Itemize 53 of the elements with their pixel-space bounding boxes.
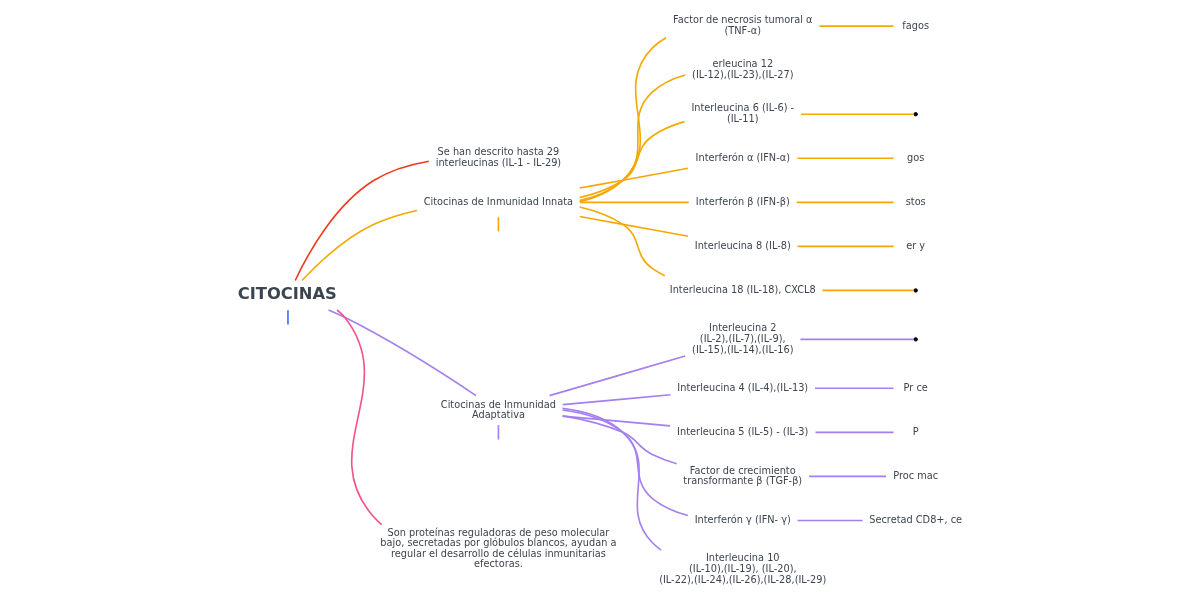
- connector: [561, 393, 672, 406]
- node-text: Interleucina 6 (IL-6) - (IL-11): [691, 102, 795, 125]
- node-text: Pr ce: [903, 381, 928, 393]
- connector: [796, 157, 895, 160]
- node-text: er y: [906, 239, 926, 251]
- connector: [561, 415, 678, 465]
- node-text: Citocinas de Inmunidad Adaptativa: [440, 398, 557, 421]
- connector: [287, 309, 289, 326]
- node-text: CITOCINAS: [237, 283, 337, 303]
- connector: [578, 206, 666, 277]
- connector: [814, 387, 895, 390]
- connector: [795, 201, 895, 204]
- node-text: erleucina 12 (IL-12),(IL-23),(IL-27): [692, 58, 794, 80]
- node-text: fagos: [902, 19, 930, 31]
- node-text: Interleucina 18 (IL-18), CXCL8: [669, 283, 816, 295]
- node-text: Factor de crecimiento transformante β (TGF-β): [683, 464, 803, 487]
- node-text: stos: [905, 195, 926, 207]
- connector: [301, 209, 418, 282]
- node-text: Interleucina 8 (IL-8): [694, 239, 791, 251]
- node-text: Interleucina 2 (IL-2),(IL-7),(IL-9), (IL-15),(IL-14),(IL-16): [692, 322, 794, 355]
- node-text: Proc mac: [893, 469, 939, 481]
- node-text: Interferón α (IFN-α): [695, 151, 790, 163]
- connector: [578, 74, 687, 202]
- connector: [796, 245, 895, 248]
- connector: [808, 475, 887, 478]
- node-text: Interferón γ (IFN- γ): [694, 514, 791, 525]
- node-text: Factor de necrosis tumoral α (TNF-α): [673, 14, 813, 36]
- node-text: Se han descrito hasta 29 interleucinas (IL-1 - IL-29): [435, 146, 562, 169]
- connector: [294, 160, 430, 282]
- node-text: Interferón β (IFN-β): [695, 195, 790, 207]
- connector: [818, 25, 895, 27]
- connector: [561, 409, 689, 517]
- node-text: Interleucina 4 (IL-4),(IL-13): [677, 381, 809, 393]
- connector: [327, 309, 477, 397]
- connector: [814, 431, 895, 434]
- connector: [800, 113, 915, 115]
- connector: [578, 167, 689, 189]
- connector: [561, 407, 662, 551]
- node-text: Secretad CD8+, ce: [869, 514, 963, 525]
- node-text: Interleucina 5 (IL-5) - (IL-3): [677, 425, 809, 437]
- node-text: gos: [907, 151, 925, 163]
- connector: [548, 355, 686, 397]
- connector: [336, 309, 383, 526]
- node-text: Interleucina 10 (IL-10),(IL-19), (IL-20), (IL-22),(IL-24),(IL-26),(IL-28,(IL-29): [659, 552, 827, 585]
- connector: [796, 519, 864, 522]
- connector: [578, 120, 686, 199]
- connector: [799, 338, 915, 341]
- node-text: Citocinas de Inmunidad Innata: [423, 195, 574, 207]
- connector: [821, 289, 915, 292]
- connector: [578, 201, 690, 204]
- node-text: P: [912, 425, 919, 437]
- connector: [578, 215, 689, 238]
- node-text: Son proteínas reguladoras de peso molecular bajo, secretadas por glóbulos blancos, ayudan a regular el desarrollo de células inmunitarias efectoras.: [380, 526, 617, 570]
